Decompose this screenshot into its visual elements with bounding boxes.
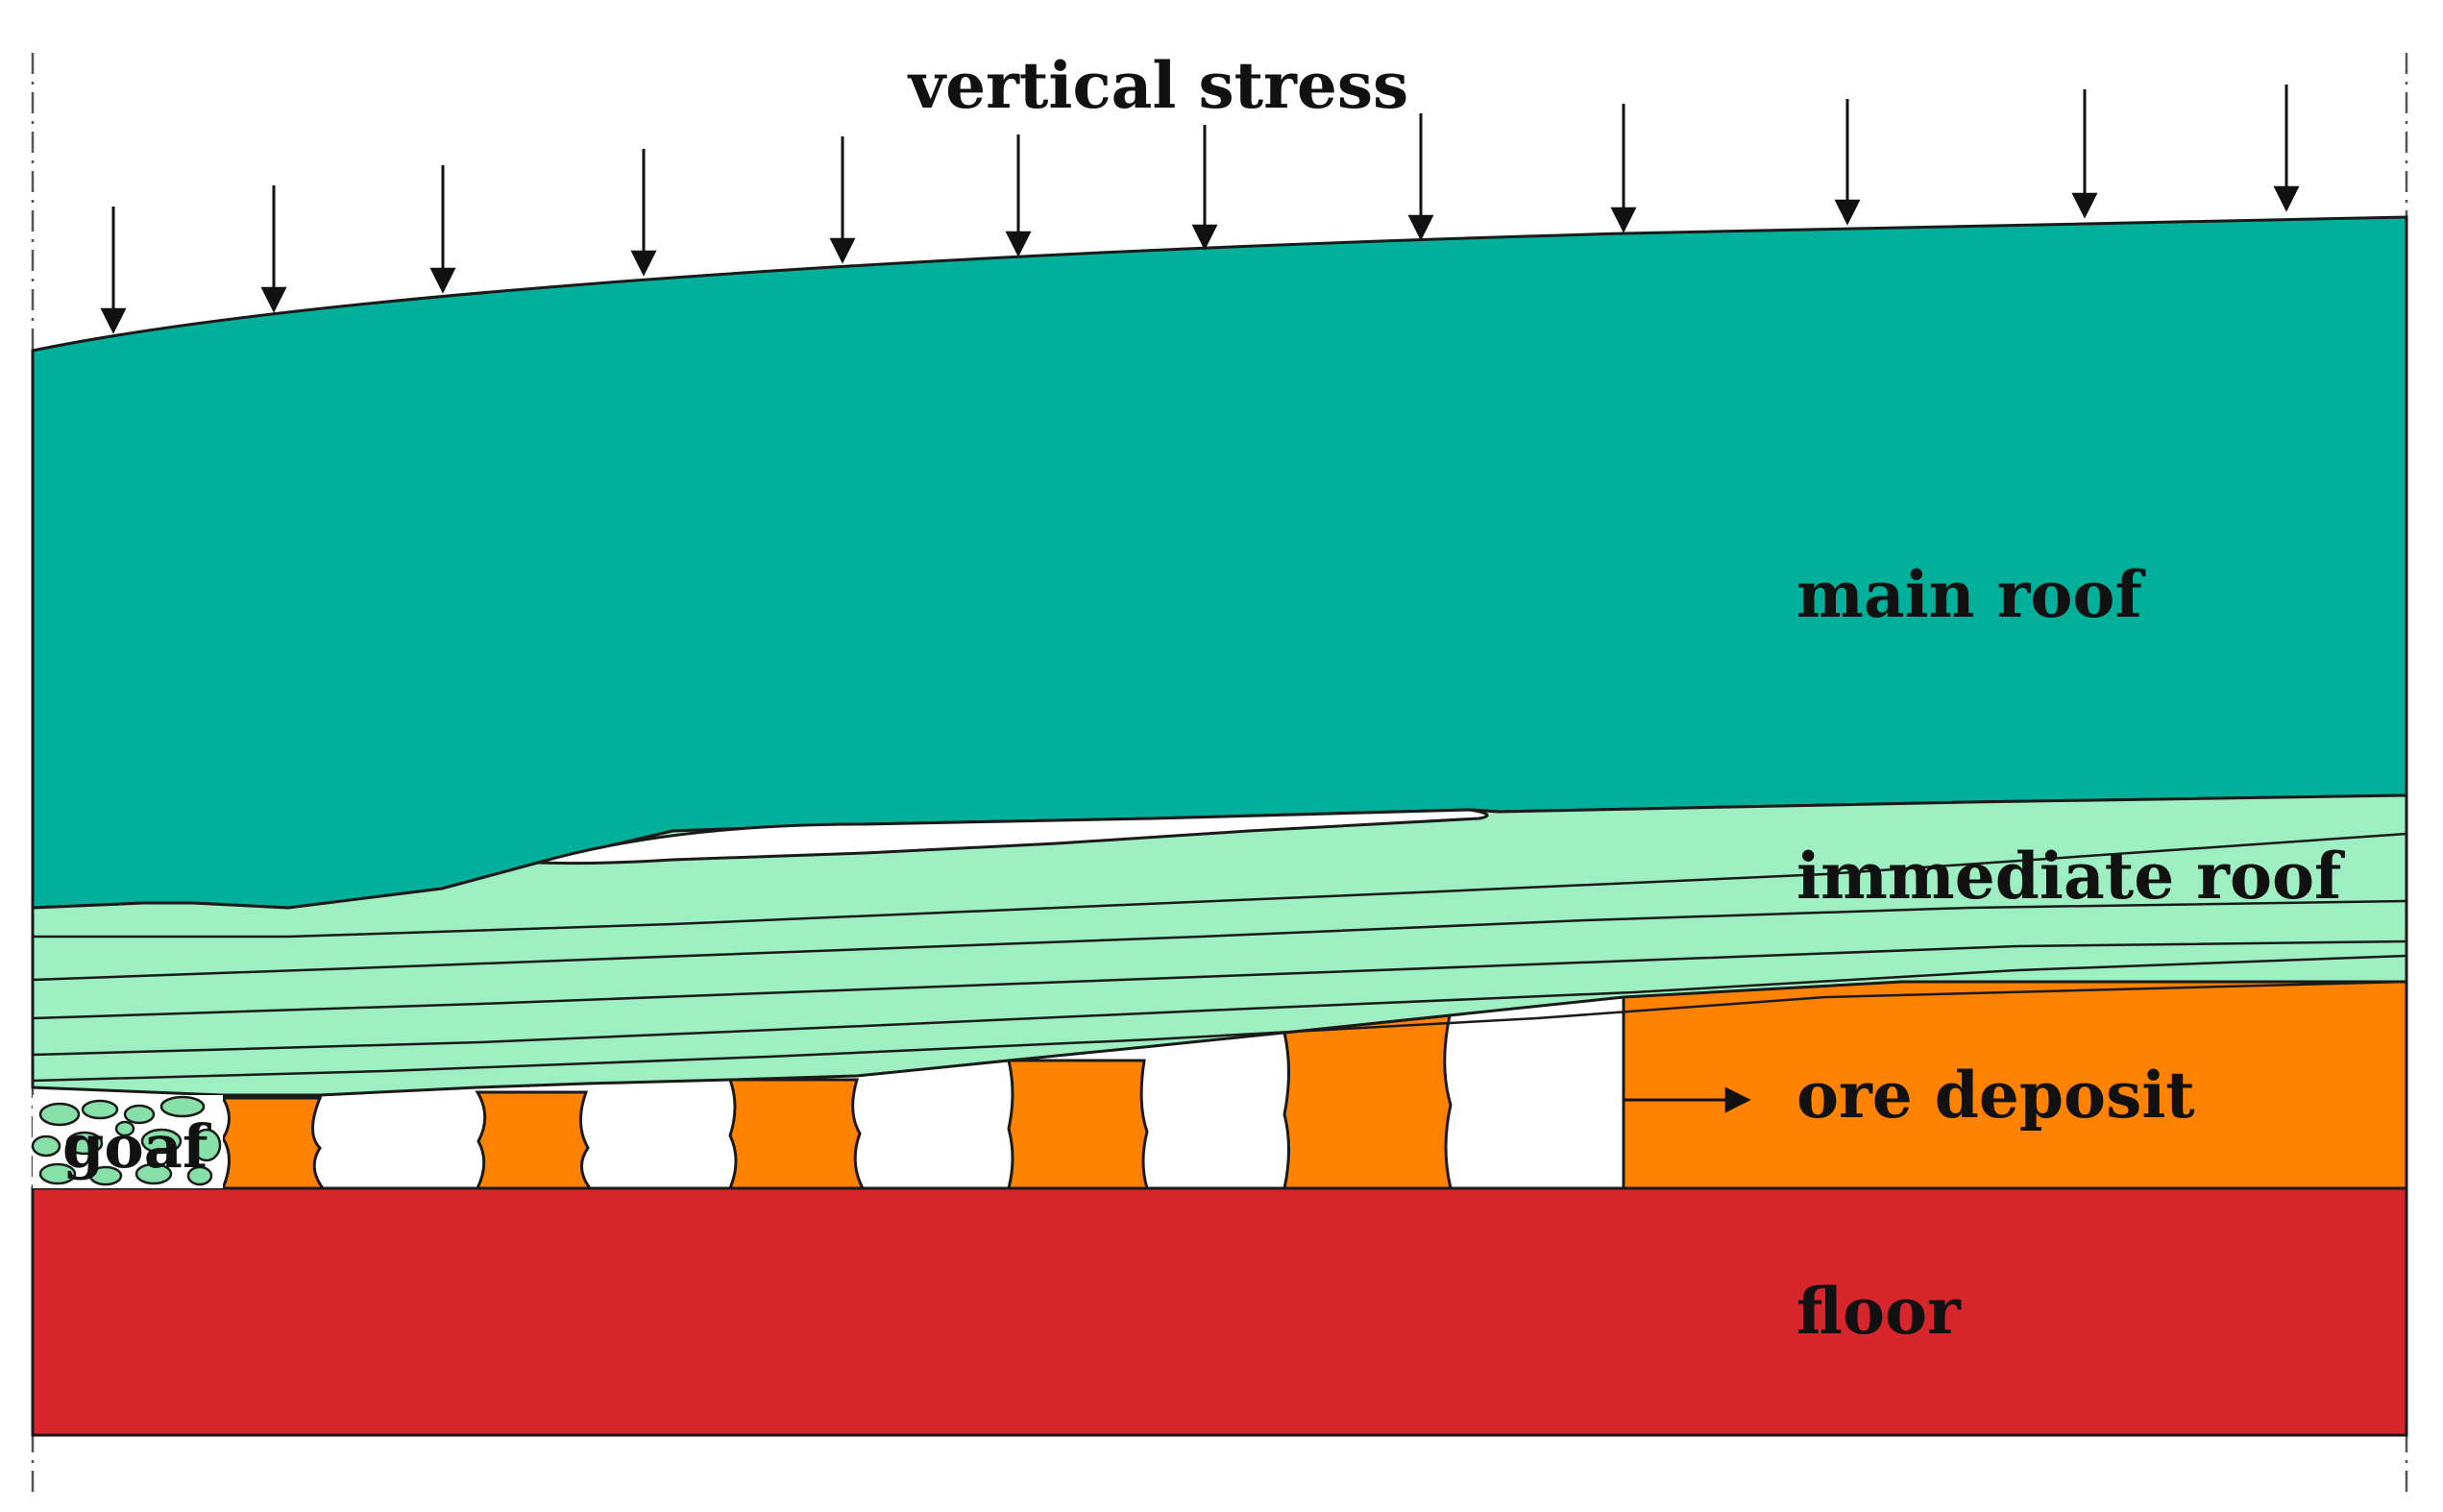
ore-pillar [727, 1078, 866, 1190]
bed-separation-gap [537, 808, 1489, 866]
ore-pillar [220, 1096, 326, 1190]
immediate-roof-bedding-lines [32, 832, 2407, 1083]
ore-pillar [475, 1090, 593, 1190]
rock-fragment [65, 1131, 104, 1156]
rock-fragment [81, 1099, 119, 1120]
goaf-zone [31, 1095, 223, 1188]
floor-label: floor [1796, 1274, 1962, 1349]
immediate-roof-label: immediate roof [1796, 839, 2345, 914]
goaf-label: goaf [62, 1111, 211, 1182]
floor-layer [31, 1186, 2408, 1437]
rock-fragment [186, 1165, 213, 1186]
ore-deposit-label: ore deposit [1796, 1058, 2195, 1133]
bedding-line [32, 899, 2407, 982]
rock-fragment [140, 1128, 183, 1155]
ore-deposit-block [1622, 980, 2408, 1190]
rock-fragment [38, 1102, 81, 1127]
ore-pillar [1007, 1059, 1150, 1190]
rock-fragment [191, 1128, 222, 1162]
bedding-line [33, 832, 2407, 939]
vertical-stress-arrows [100, 85, 2300, 334]
bedding-line [32, 954, 2407, 1057]
rock-fragment [134, 1162, 173, 1185]
rock-fragment [159, 1095, 206, 1118]
rock-fragment [114, 1120, 135, 1137]
rock-fragment [31, 1134, 61, 1158]
ore-pillar [1283, 1013, 1453, 1190]
bedding-line [32, 939, 2407, 1020]
rock-fragment [38, 1162, 77, 1185]
ore-pillars [220, 1013, 1453, 1190]
rock-fragment [88, 1165, 123, 1186]
rock-fragment [123, 1104, 156, 1125]
goaf-rock-fragments [31, 1095, 222, 1186]
vertical-stress-label: vertical stress [907, 48, 1408, 123]
bedding-line [32, 980, 2407, 1083]
main-roof-label: main roof [1796, 557, 2145, 632]
